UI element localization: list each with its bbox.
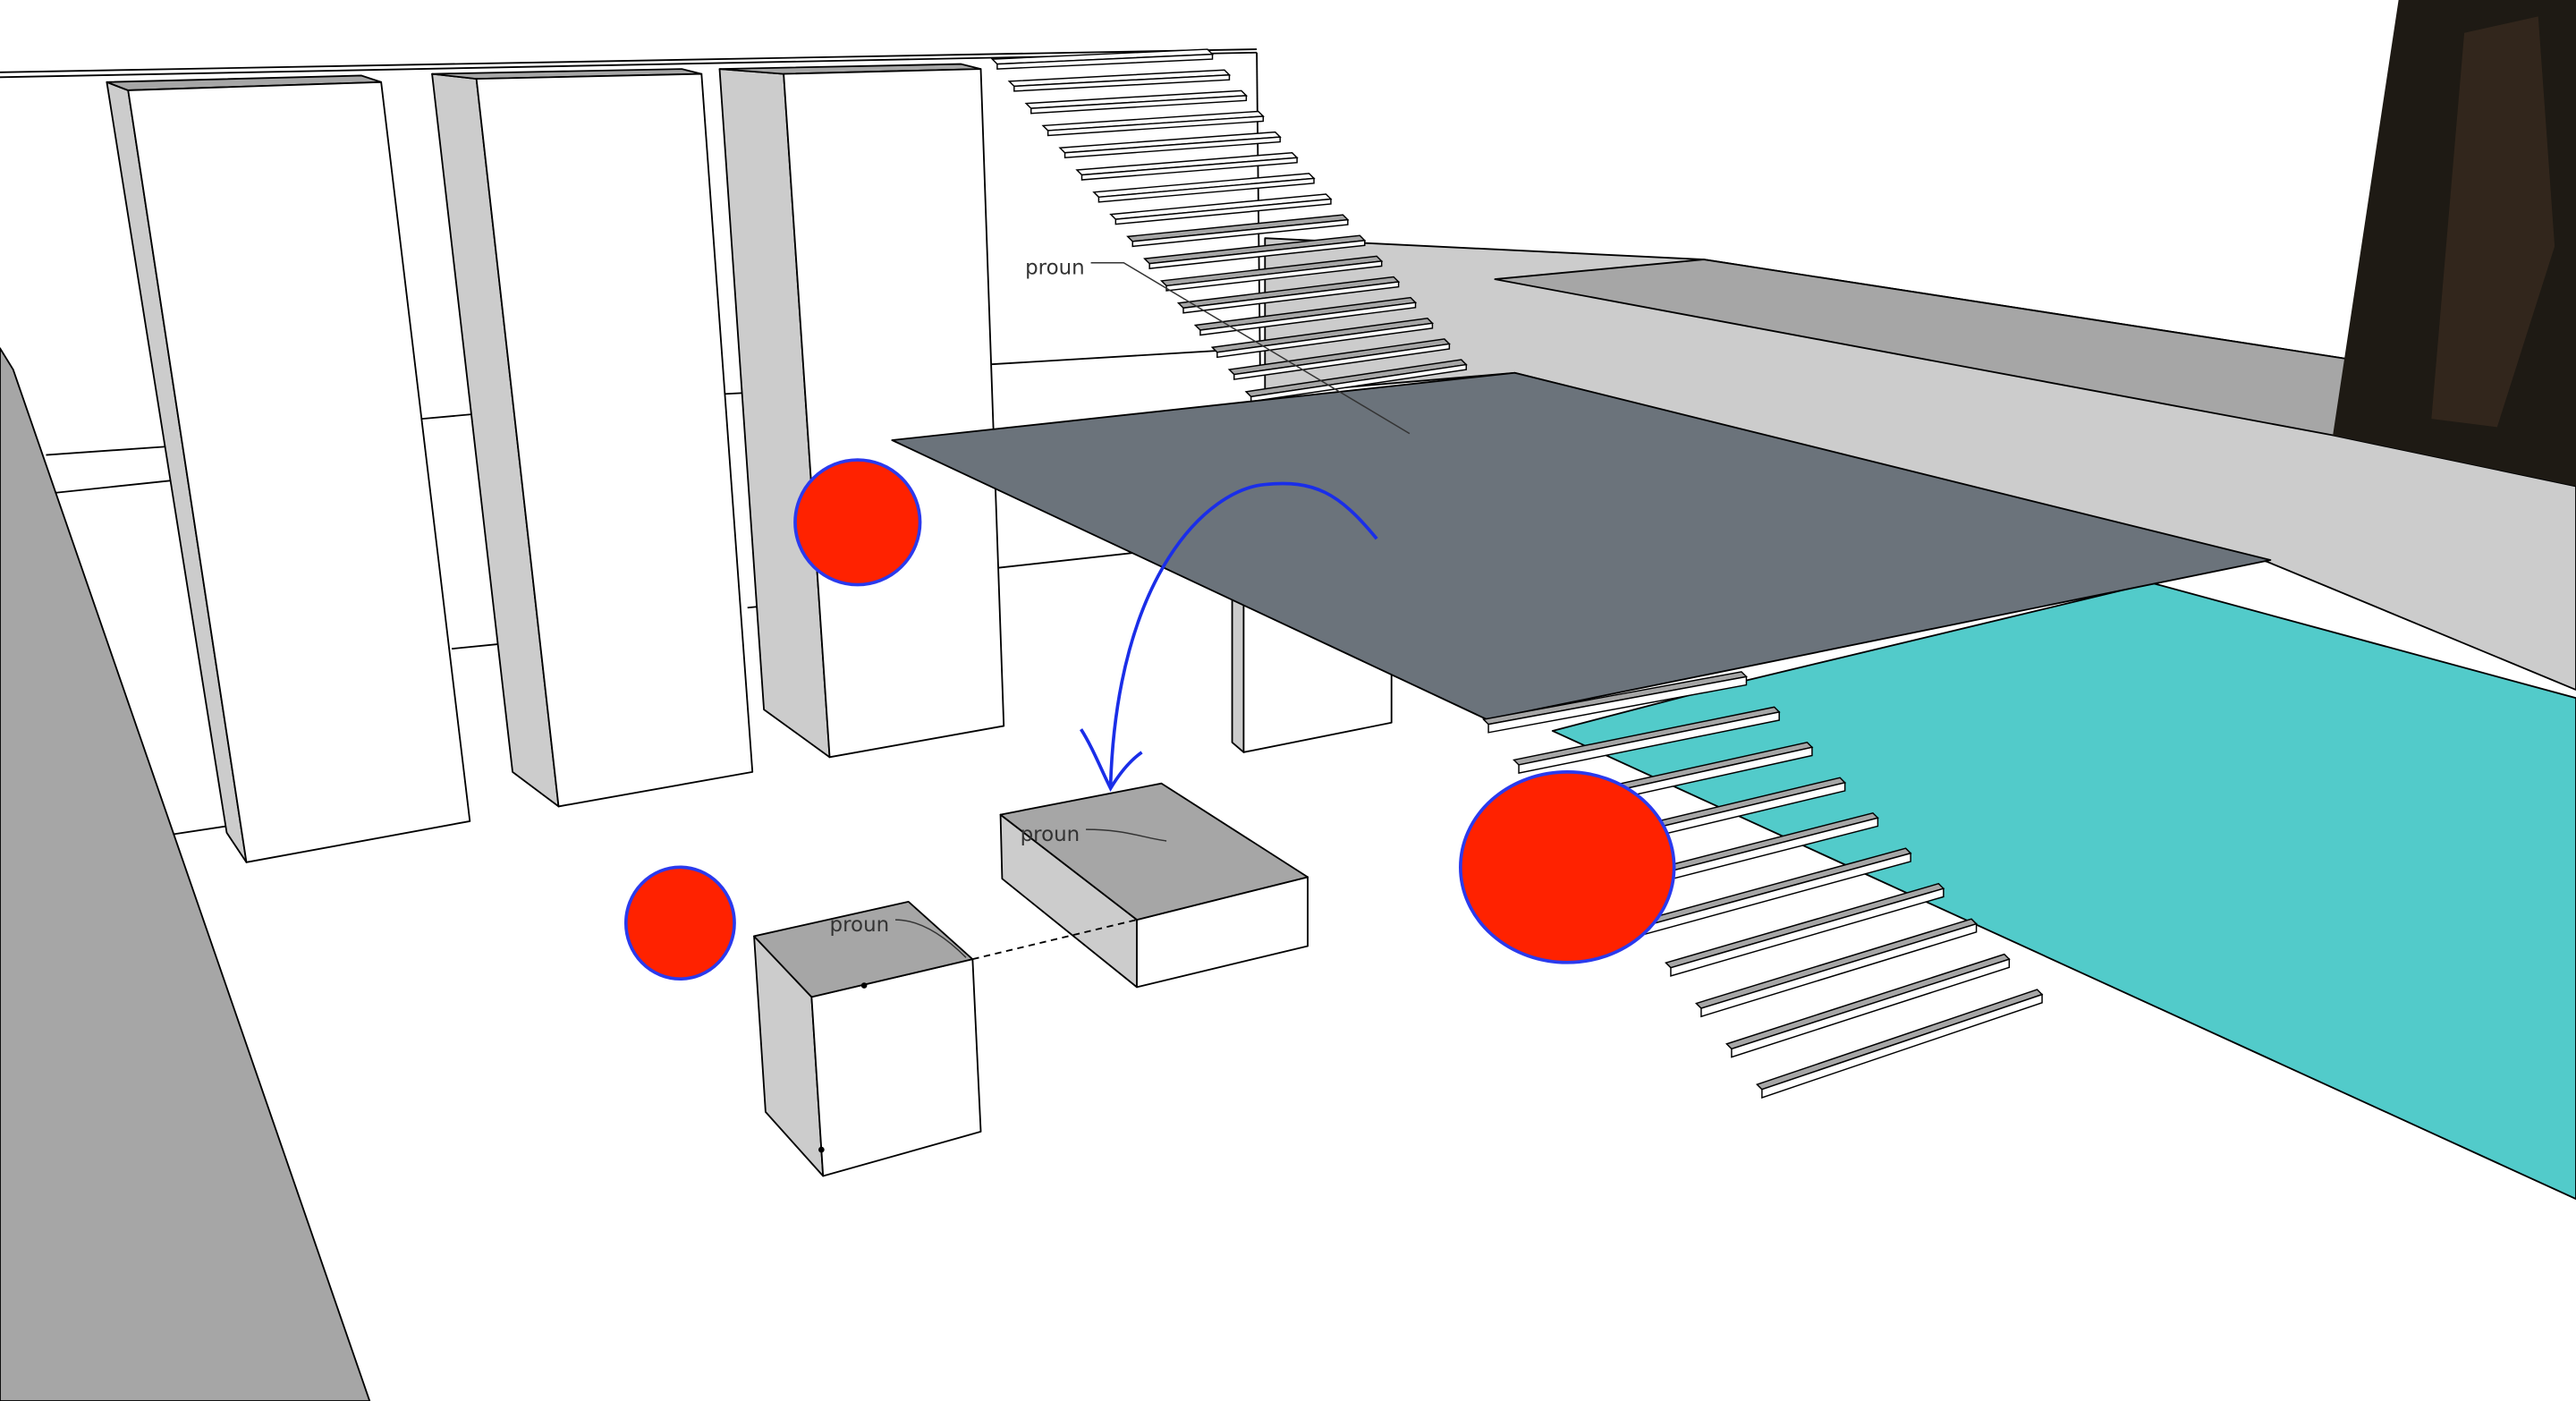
right-beam: [1264, 237, 2576, 691]
proun-cube[interactable]: [753, 900, 982, 1177]
stair-step-side: [1046, 115, 1265, 137]
leader-line: [895, 919, 967, 958]
inference-line: [972, 919, 1138, 961]
stair-step-side: [1131, 218, 1349, 248]
stair-step-side: [1080, 157, 1298, 181]
photo-highlight: [2431, 16, 2555, 428]
stair-step-side: [1700, 922, 1978, 1018]
stair-step-side: [1199, 301, 1417, 336]
stair-step-side: [1114, 198, 1332, 225]
red-sphere-front[interactable]: [1459, 770, 1676, 964]
stair-step-side: [1731, 958, 2011, 1058]
red-sphere-back[interactable]: [793, 458, 922, 587]
sketch-arrow: [1108, 481, 1378, 785]
red-sphere-left[interactable]: [623, 865, 736, 981]
sketch-arrowhead: [1080, 728, 1143, 793]
stair-step-side: [1013, 73, 1231, 92]
pillar-3: [718, 63, 1005, 759]
stair-step-side: [996, 53, 1214, 70]
floating-plane: [891, 371, 2272, 721]
stair-step-side: [1063, 136, 1281, 159]
pillar-2: [431, 68, 754, 808]
stair-step-side: [1097, 177, 1315, 203]
stair-step-side: [1250, 363, 1468, 403]
stair-step-side: [1487, 675, 1748, 734]
label-proun-cube[interactable]: proun: [830, 913, 890, 937]
stair-step-side: [1030, 95, 1248, 115]
back-staircase: [990, 48, 1468, 403]
left-wall: [0, 347, 371, 1401]
stair-step-side: [1518, 710, 1780, 775]
stair-step-side: [1182, 281, 1400, 314]
leader-line: [1086, 828, 1167, 842]
stair-step-side: [1761, 993, 2043, 1099]
proun-box[interactable]: [999, 782, 1309, 989]
stair-step-side: [1670, 887, 1945, 977]
stair-step-side: [1148, 239, 1366, 269]
stair-step-side: [1216, 322, 1434, 359]
label-proun-stairs[interactable]: proun: [1025, 257, 1085, 280]
leader-line: [1090, 262, 1411, 435]
pillar-1: [106, 74, 471, 863]
label-proun-box[interactable]: proun: [1021, 823, 1080, 846]
stair-step-side: [1233, 343, 1451, 380]
